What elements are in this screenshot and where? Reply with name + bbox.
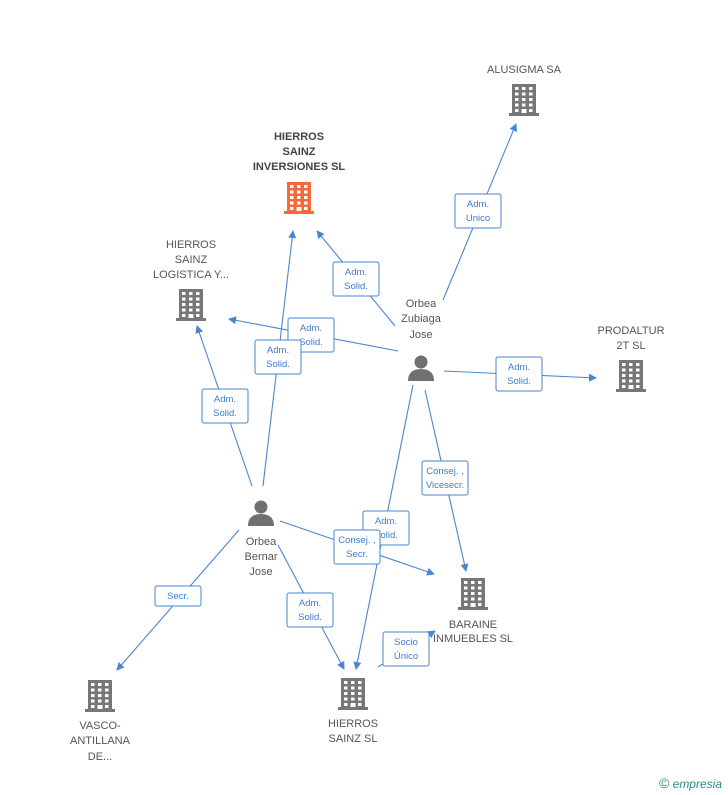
node-label: DE...	[88, 751, 112, 763]
node-label: BARAINE	[449, 619, 497, 631]
edge-label-text: Adm.	[300, 323, 322, 334]
brand-logo[interactable]: empresia	[673, 777, 722, 791]
edge-label-orbea_zubiaga-baraine[interactable]: Consej. , Vicesecr.	[421, 460, 469, 496]
node-label: SAINZ SL	[329, 733, 378, 745]
edge-label-text: Solid.	[299, 337, 323, 348]
node-label: INMUEBLES SL	[433, 633, 513, 645]
node-label: ANTILLANA	[70, 735, 131, 747]
edge-label-text: Solid.	[507, 376, 531, 387]
node-label: Jose	[249, 566, 272, 578]
edge-label-text: Adm.	[375, 516, 397, 527]
edge-label-text: Consej. ,	[426, 466, 464, 477]
edge-label-box	[332, 261, 380, 297]
node-baraine[interactable]: BARAINE INMUEBLES SL	[433, 578, 513, 645]
edge-label-text: Vicesecr.	[426, 480, 464, 491]
edge-label-text: Solid.	[213, 408, 237, 419]
node-label: SAINZ	[283, 146, 316, 158]
node-alusigma[interactable]: ALUSIGMA SA	[487, 64, 562, 116]
node-label: Orbea	[406, 298, 437, 310]
node-label: Bernar	[244, 551, 277, 563]
edge-label-text: Adm.	[267, 345, 289, 356]
node-label: INVERSIONES SL	[253, 161, 346, 173]
edge-label-box	[154, 585, 202, 607]
brand-initial: e	[672, 777, 680, 791]
edge-label-box	[286, 592, 334, 628]
node-hierros-sainz[interactable]: HIERROS SAINZ SL	[328, 678, 378, 745]
copyright-icon: ©	[658, 775, 670, 791]
node-label: Orbea	[246, 536, 277, 548]
edge-label-text: Secr.	[167, 591, 189, 602]
edge-label-text: Consej. ,	[338, 535, 376, 546]
edge-label-orbea_zubiaga-prodaltur[interactable]: Adm. Solid.	[495, 356, 543, 392]
edge-label-text: Solid.	[266, 359, 290, 370]
node-hierros-inversiones[interactable]: HIERROS SAINZ INVERSIONES SL	[253, 131, 346, 214]
node-label: PRODALTUR	[597, 325, 664, 337]
edge-label-orbea_bernar-hierros_inversiones[interactable]: Adm. Solid.	[254, 339, 302, 375]
node-label: Zubiaga	[401, 313, 442, 325]
node-vasco[interactable]: VASCO- ANTILLANA DE...	[70, 680, 131, 763]
building-icon	[284, 182, 314, 214]
node-label: LOGISTICA Y...	[153, 269, 229, 281]
edge-label-text: Unico	[466, 213, 490, 224]
edge-label-text: Adm.	[299, 598, 321, 609]
edge-label-text: Socio	[394, 637, 418, 648]
edge-label-box	[333, 529, 381, 565]
edge-label-text: Adm.	[214, 394, 236, 405]
node-label: SAINZ	[175, 254, 208, 266]
edge-label-orbea_bernar-vasco[interactable]: Secr.	[154, 585, 202, 607]
node-label: VASCO-	[79, 720, 121, 732]
edge-label-text: Solid.	[374, 530, 398, 541]
building-icon	[509, 84, 539, 116]
edge-labels-layer: Adm.UnicoAdm.Solid.Adm.Solid.Adm.Solid.C…	[154, 193, 543, 667]
edge-label-text: Único	[394, 651, 418, 662]
node-label: Jose	[409, 329, 432, 341]
building-icon	[458, 578, 488, 610]
nodes-layer: HIERROS SAINZ INVERSIONES SL ALUSIGMA SA HIE…	[70, 64, 665, 763]
building-icon	[176, 289, 206, 321]
edge-label-text: Solid.	[344, 281, 368, 292]
edge-label-orbea_zubiaga-alusigma[interactable]: Adm. Unico	[454, 193, 502, 229]
building-icon	[85, 680, 115, 712]
edge-label-orbea_bernar-hierros_sainz[interactable]: Adm. Solid.	[286, 592, 334, 628]
edge-label-box	[254, 339, 302, 375]
copyright-footer: © empresia	[659, 775, 722, 791]
edge-label-box	[201, 388, 249, 424]
building-icon	[338, 678, 368, 710]
node-label: HIERROS	[328, 718, 378, 730]
person-icon	[408, 355, 434, 381]
node-prodaltur[interactable]: PRODALTUR 2T SL	[597, 325, 665, 392]
edge-label-text: Adm.	[467, 199, 489, 210]
edge-label-orbea_bernar-hierros_logistica[interactable]: Adm. Solid.	[201, 388, 249, 424]
edge-label-text: Solid.	[298, 612, 322, 623]
node-label: ALUSIGMA SA	[487, 64, 562, 76]
edge-label-box	[495, 356, 543, 392]
brand-name: mpresia	[679, 777, 722, 791]
edge-label-box	[454, 193, 502, 229]
node-hierros-logistica[interactable]: HIERROS SAINZ LOGISTICA Y...	[153, 239, 229, 321]
edge-label-box	[421, 460, 469, 496]
person-icon	[248, 500, 274, 526]
building-icon	[616, 360, 646, 392]
node-label: HIERROS	[166, 239, 216, 251]
node-label: 2T SL	[616, 340, 645, 352]
edge-label-orbea_zubiaga-hierros_inversiones[interactable]: Adm. Solid.	[332, 261, 380, 297]
edge-label-text: Adm.	[508, 362, 530, 373]
edge-label-text: Secr.	[346, 549, 368, 560]
edge-label-text: Adm.	[345, 267, 367, 278]
edge-label-box	[382, 631, 430, 667]
node-label: HIERROS	[274, 131, 324, 143]
edge-label-orbea_bernar-baraine[interactable]: Consej. , Secr.	[333, 529, 381, 565]
